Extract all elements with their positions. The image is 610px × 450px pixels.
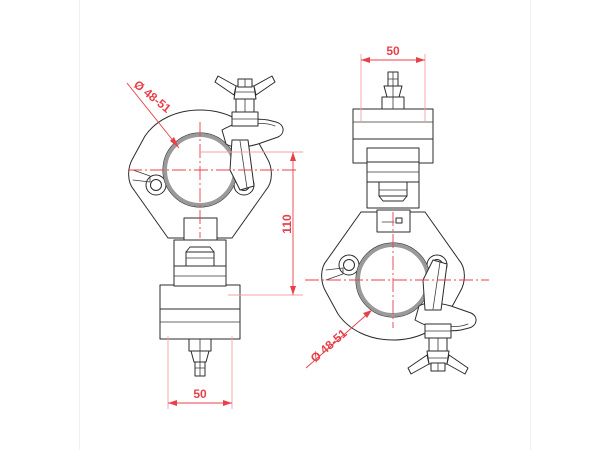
left-view-group xyxy=(128,75,296,377)
dimension-diameter-right-label: Ø 48-51 xyxy=(308,326,350,365)
left-bolt-hole-left xyxy=(145,174,167,196)
right-mount-block xyxy=(352,108,434,209)
dimension-50-bottom: 50 xyxy=(167,336,233,409)
right-view-group xyxy=(305,71,489,375)
left-stem-bolt xyxy=(188,338,212,377)
left-mount-block xyxy=(159,239,241,340)
dimension-50-top: 50 xyxy=(360,44,426,122)
dimension-110-label: 110 xyxy=(280,214,294,234)
dimension-50-bottom-label: 50 xyxy=(193,387,207,401)
dimension-110: 110 xyxy=(200,151,303,296)
right-stem-bolt xyxy=(381,71,405,110)
right-lever-arm xyxy=(414,259,477,332)
right-wing-nut-bottom xyxy=(407,323,469,375)
dimension-diameter-right: Ø 48-51 xyxy=(305,309,373,369)
right-bolt-hole-left xyxy=(338,254,360,276)
dimension-50-top-label: 50 xyxy=(386,44,400,58)
left-wing-nut-top xyxy=(214,75,276,127)
